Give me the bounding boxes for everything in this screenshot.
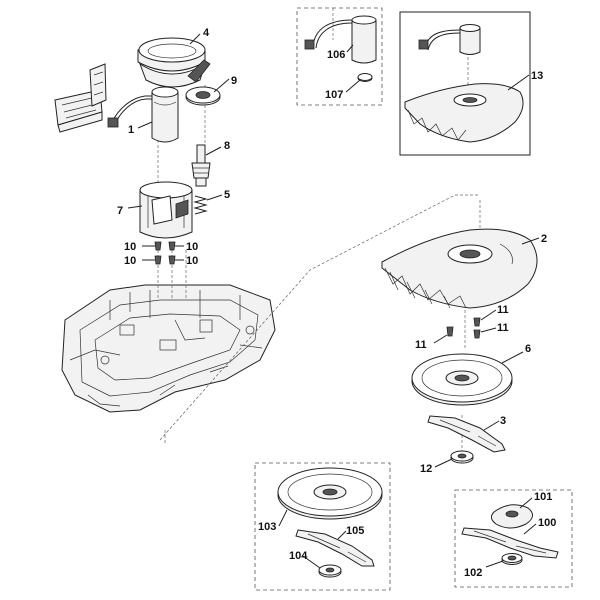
- part-12-hub: [450, 450, 474, 464]
- callout-2: 2: [541, 233, 547, 245]
- callout-11-right-bottom: 11: [497, 322, 509, 334]
- control-board: [54, 63, 107, 133]
- callout-107: 107: [325, 89, 343, 101]
- part-100-blade-variant: [461, 527, 559, 559]
- callout-101: 101: [534, 491, 552, 503]
- callout-102: 102: [464, 567, 482, 579]
- part-6-blade-disc: [411, 353, 513, 406]
- chassis-base: [61, 284, 276, 413]
- callout-106: 106: [327, 49, 345, 61]
- callout-103: 103: [258, 521, 276, 533]
- inset-box-blade-variant: [454, 489, 573, 588]
- part-3-blade: [427, 415, 506, 453]
- part-2-blade-cover: [381, 228, 538, 309]
- callout-6: 6: [525, 343, 531, 355]
- part-10-screws: [154, 241, 176, 265]
- callout-100: 100: [538, 517, 556, 529]
- part-13-cover-variant: [404, 24, 524, 143]
- callout-labels: 4 9 8 5 7 1 10 10 10 10 106 107 13 2 6 3…: [117, 27, 556, 579]
- callout-4: 4: [203, 27, 210, 39]
- inset-box-housing-variant: [399, 11, 531, 156]
- callout-10-left-top: 10: [124, 241, 136, 253]
- callout-11-right-top: 11: [497, 304, 509, 316]
- inset-box-disc-variant: [254, 462, 391, 591]
- part-7-motor-housing: [139, 181, 193, 239]
- part-105-blade-variant: [295, 529, 375, 567]
- part-106-motor-variant: [304, 15, 377, 64]
- part-8-shaft: [191, 144, 211, 187]
- part-102-hub-variant: [501, 553, 523, 565]
- callout-10-right-bottom: 10: [186, 255, 198, 267]
- part-107-washer: [357, 73, 373, 82]
- callout-5: 5: [224, 189, 230, 201]
- callout-104: 104: [289, 550, 308, 562]
- callout-3: 3: [500, 415, 506, 427]
- callout-13: 13: [531, 70, 543, 82]
- part-1-motor: [107, 86, 179, 143]
- callout-105: 105: [346, 525, 364, 537]
- callout-10-right-top: 10: [186, 241, 198, 253]
- inset-box-motor-variant: [296, 7, 383, 106]
- part-101-hub-variant: [490, 504, 533, 529]
- callout-12: 12: [420, 463, 432, 475]
- callout-11-left: 11: [415, 339, 427, 351]
- part-103-disc-variant: [277, 467, 383, 520]
- callout-1: 1: [128, 124, 134, 136]
- part-4-motor-cover: [137, 37, 211, 88]
- part-5-spring: [193, 195, 208, 215]
- callout-9: 9: [231, 75, 237, 87]
- callout-8: 8: [224, 140, 230, 152]
- callout-leaders: [127, 33, 540, 569]
- part-11-screws: [446, 317, 481, 339]
- callout-7: 7: [117, 205, 123, 217]
- callout-10-left-bottom: 10: [124, 255, 136, 267]
- part-104-hub-variant: [318, 564, 342, 578]
- part-9-bearing: [185, 86, 221, 106]
